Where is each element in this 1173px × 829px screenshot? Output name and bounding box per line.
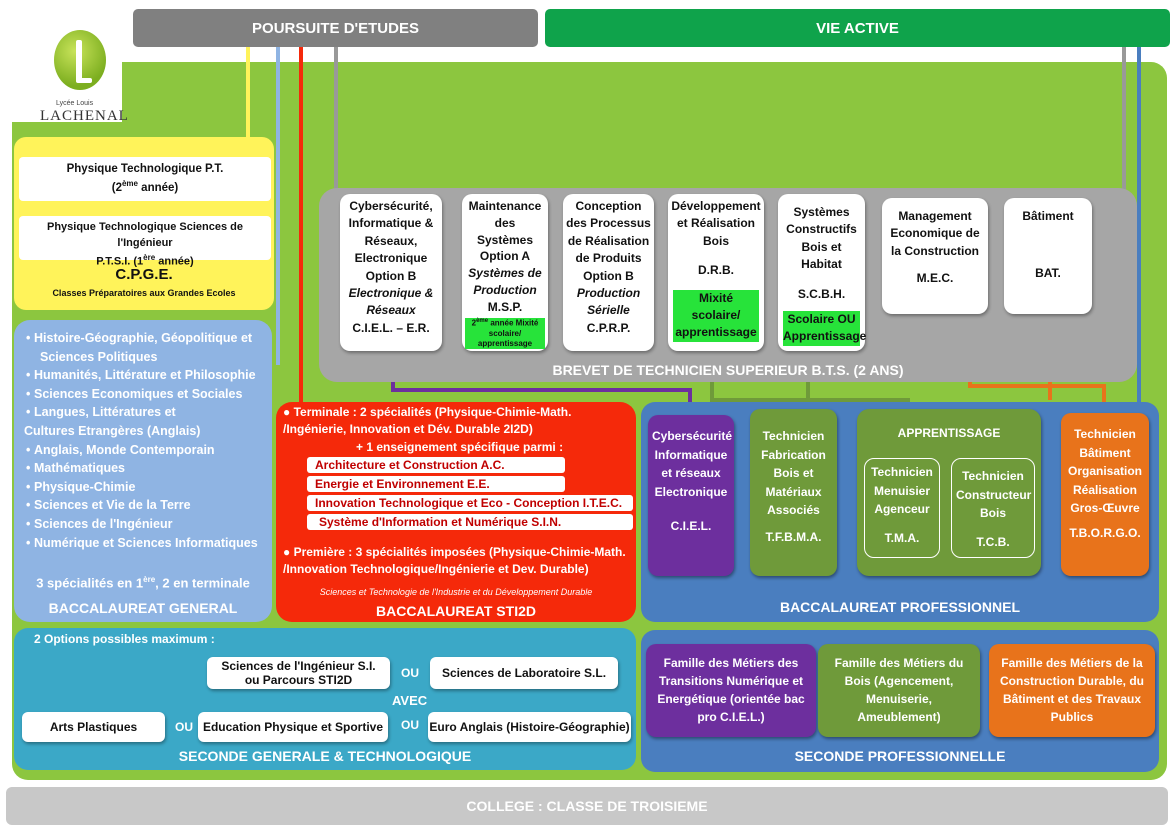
ptsi-year: P.T.S.I. (1ère année) — [96, 252, 194, 268]
connector-line — [246, 47, 250, 139]
sti2d-subtitle: Sciences et Technologie de l'Industrie e… — [319, 587, 593, 597]
spec-itec: Innovation Technologique et Eco - Concep… — [307, 495, 633, 511]
apprentissage-title: APPRENTISSAGE — [897, 426, 1001, 440]
seconde-pro-title: SECONDE PROFESSIONNELLE — [794, 748, 1006, 764]
list-item: •Histoire-Géographie, Géopolitique et — [26, 331, 253, 345]
list-item: •Langues, Littératures et — [26, 405, 176, 420]
connector-line — [391, 388, 691, 392]
bac-general-specialites: 3 spécialités en 1ère, 2 en terminale — [36, 575, 250, 591]
spec-ac: Architecture et Construction A.C. — [307, 457, 565, 473]
connector-line — [968, 384, 1103, 388]
pt-year: (2ème année) — [111, 178, 179, 194]
sti2d-plus: + 1 enseignement spécifique parmi : — [356, 440, 564, 454]
connector-line — [276, 47, 280, 365]
avec-label: AVEC — [392, 693, 428, 708]
connector-line — [710, 398, 910, 402]
list-item: •Anglais, Monde Contemporain — [26, 442, 215, 457]
ou-label: OU — [401, 718, 419, 732]
poursuite-etudes-bar: POURSUITE D'ETUDES — [133, 9, 538, 47]
seconde-pro-bois-card: Famille des Métiers du Bois (Agencement,… — [818, 644, 980, 737]
pt-title: Physique Technologique P.T. — [66, 163, 224, 175]
ou-label: OU — [401, 666, 419, 680]
list-item: •Numérique et Sciences Informatiques — [26, 535, 258, 550]
bac-general-block — [14, 320, 272, 622]
sti2d-block — [276, 402, 636, 622]
college-bar: COLLEGE : CLASSE DE TROISIEME — [6, 787, 1168, 825]
logo-l-foot-icon — [76, 78, 92, 83]
cpge-subtitle: Classes Préparatoires aux Grandes Ecoles — [52, 288, 236, 298]
connector-line — [1122, 47, 1126, 287]
vie-active-bar: VIE ACTIVE — [545, 9, 1170, 47]
scbh-note: Scolaire OU Apprentissage — [783, 310, 866, 346]
spec-ee: Energie et Environnement E.E. — [307, 476, 565, 492]
list-item: •Sciences Economiques et Sociales — [26, 386, 243, 401]
connector-line — [1137, 47, 1141, 427]
seconde-gt-title: SECONDE GENERALE & TECHNOLOGIQUE — [178, 748, 472, 764]
bac-general-list: •Histoire-Géographie, Géopolitique et Sc… — [24, 329, 271, 552]
seconde-gt-block — [14, 628, 636, 770]
logo-subtitle: Lycée Louis — [56, 100, 94, 107]
connector-line — [299, 47, 303, 407]
option-labo: Sciences de Laboratoire S.L. — [430, 657, 618, 689]
bts-caption: BREVET DE TECHNICIEN SUPERIEUR B.T.S. (2… — [552, 362, 904, 378]
list-item: •Physique-Chimie — [26, 479, 136, 494]
connector-line — [1102, 384, 1106, 414]
list-item: Cultures Etrangères (Anglais) — [24, 423, 201, 438]
pt-card: Physique Technologique P.T. (2ème année) — [19, 157, 271, 201]
ptsi-card: Physique Technologique Sciences de l'Ing… — [19, 216, 271, 268]
option-eps: Education Physique et Sportive — [198, 712, 388, 742]
bts-bat-card: Bâtiment BAT. — [1004, 198, 1092, 314]
sti2d-title: BACCALAUREAT STI2D — [376, 603, 536, 619]
bac-pro-title: BACCALAUREAT PROFESSIONNEL — [779, 599, 1021, 615]
bts-ciel-card: Cybersécurité,Informatique &Réseaux,Elec… — [340, 194, 442, 351]
logo: Lycée Louis LACHENAL — [8, 4, 128, 124]
list-item: •Mathématiques — [26, 461, 125, 476]
spec-sin: Système d'Information et Numérique S.I.N… — [307, 514, 633, 530]
list-item: •Humanités, Littérature et Philosophie — [26, 368, 256, 383]
connector-line — [334, 47, 338, 195]
option-arts: Arts Plastiques — [22, 712, 165, 742]
list-item: •Sciences de l'Ingénieur — [26, 516, 173, 531]
ptsi-title: Physique Technologique Sciences de l'Ing… — [46, 221, 243, 249]
sti2d-terminale: ● Terminale : 2 spécialités (Physique-Ch… — [283, 405, 572, 436]
seconde-pro-numerique-card: Famille des Métiers des Transitions Numé… — [646, 644, 816, 737]
logo-l-mark-icon — [76, 40, 82, 82]
drb-note: Mixité scolaire/ apprentissage — [673, 289, 759, 342]
list-item: •Sciences et Vie de la Terre — [26, 498, 191, 513]
msp-note: 2ème année Mixité scolaire/ apprentissag… — [465, 317, 545, 350]
ou-label: OU — [175, 720, 193, 734]
list-item: Sciences Politiques — [40, 349, 158, 364]
seconde-pro-construction-card: Famille des Métiers de la Construction D… — [989, 644, 1155, 737]
cpge-title: C.P.G.E. — [115, 266, 173, 283]
option-si: Sciences de l'Ingénieur S.I.ou Parcours … — [207, 657, 390, 689]
sti2d-premiere: ● Première : 3 spécialités imposées (Phy… — [283, 545, 626, 576]
bac-general-title: BACCALAUREAT GENERAL — [48, 600, 238, 616]
logo-name: LACHENAL — [40, 108, 129, 124]
option-euro: Euro Anglais (Histoire-Géographie) — [428, 712, 631, 742]
sti2d-specs: Architecture et Construction A.C. Energi… — [307, 454, 633, 533]
seconde-gt-intro: 2 Options possibles maximum : — [34, 632, 215, 646]
